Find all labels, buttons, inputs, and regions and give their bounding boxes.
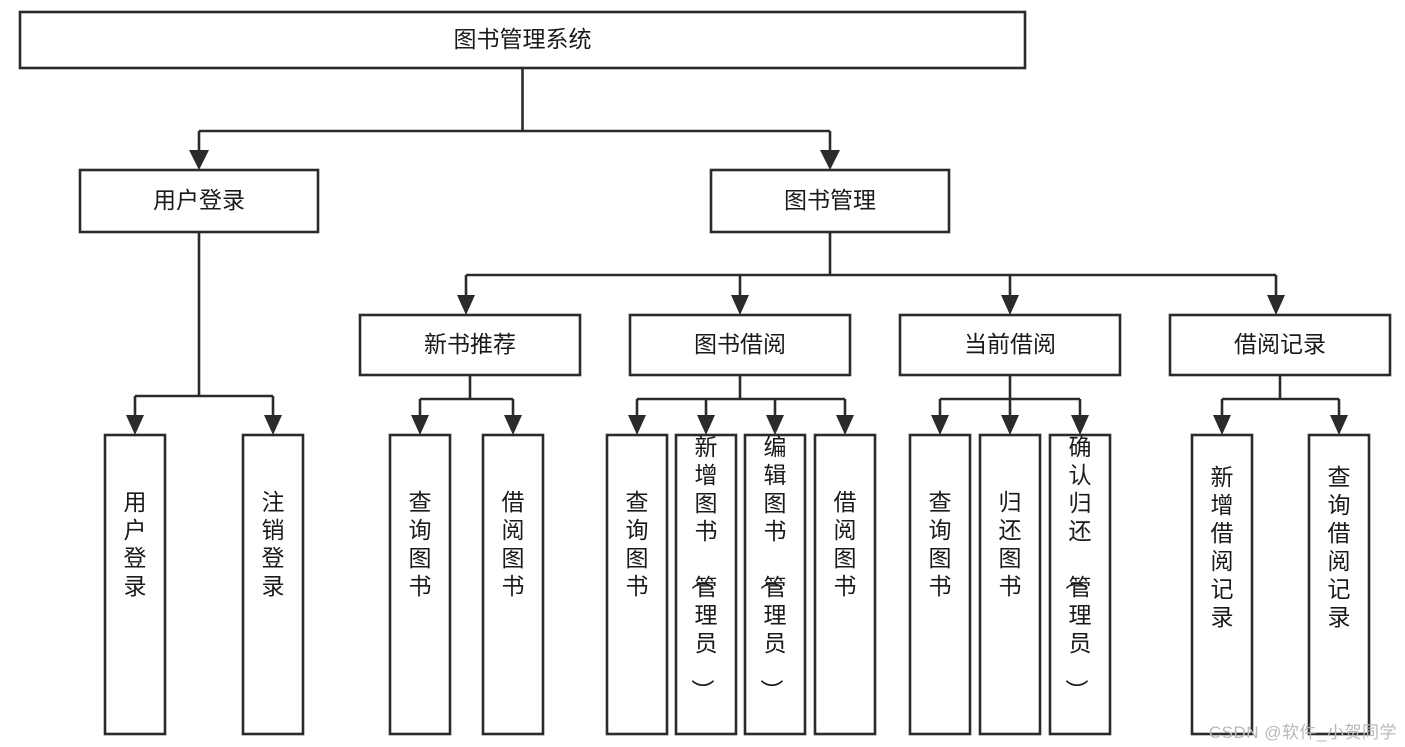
node-root-box[interactable] bbox=[18, 10, 1027, 70]
node-leaf-query-book-2[interactable]: 查询图书 bbox=[605, 433, 669, 736]
arrow-head-leaf-query-book-3 bbox=[931, 415, 949, 435]
node-leaf-confirm-return-label: 确认归还（管理员） bbox=[1064, 434, 1092, 702]
arrow-head-current-borrow bbox=[1001, 295, 1019, 315]
connector-group bbox=[126, 68, 1348, 435]
node-book-borrow[interactable]: 图书借阅 bbox=[628, 313, 852, 377]
arrow-head-leaf-user-logout bbox=[264, 415, 282, 435]
node-root-label: 图书管理系统 bbox=[454, 26, 592, 52]
node-leaf-confirm-return[interactable]: 确认归还（管理员） bbox=[1048, 433, 1112, 736]
node-new-book-rec-box[interactable] bbox=[358, 313, 582, 377]
node-leaf-user-login-label: 用户登录 bbox=[124, 489, 147, 599]
node-leaf-query-record-box[interactable] bbox=[1307, 433, 1371, 736]
node-leaf-query-book-3[interactable]: 查询图书 bbox=[908, 433, 972, 736]
node-leaf-add-record-box[interactable] bbox=[1190, 433, 1254, 736]
node-leaf-add-book[interactable]: 新增图书（管理员） bbox=[674, 433, 738, 736]
node-leaf-add-record[interactable]: 新增借阅记录 bbox=[1190, 433, 1254, 736]
arrow-head-leaf-return-book bbox=[1001, 415, 1019, 435]
node-leaf-query-book-3-box[interactable] bbox=[908, 433, 972, 736]
arrow-head-leaf-confirm-return bbox=[1071, 415, 1089, 435]
node-leaf-user-logout[interactable]: 注销登录 bbox=[241, 433, 305, 736]
node-new-book-rec-label: 新书推荐 bbox=[424, 331, 516, 357]
node-leaf-query-book-1[interactable]: 查询图书 bbox=[388, 433, 452, 736]
node-book-borrow-box[interactable] bbox=[628, 313, 852, 377]
node-leaf-borrow-book-1-box[interactable] bbox=[481, 433, 545, 736]
arrow-head-leaf-query-book-2 bbox=[628, 415, 646, 435]
arrow-head-leaf-add-record bbox=[1213, 415, 1231, 435]
node-leaf-query-record[interactable]: 查询借阅记录 bbox=[1307, 433, 1371, 736]
node-leaf-add-record-label: 新增借阅记录 bbox=[1211, 464, 1234, 630]
node-borrow-record-box[interactable] bbox=[1168, 313, 1392, 377]
arrow-head-leaf-user-login bbox=[126, 415, 144, 435]
node-leaf-borrow-book-2-box[interactable] bbox=[813, 433, 877, 736]
node-book-manage-label: 图书管理 bbox=[784, 187, 876, 213]
arrow-head-book-borrow bbox=[731, 295, 749, 315]
node-leaf-borrow-book-2-label: 借阅图书 bbox=[834, 489, 857, 599]
node-book-manage-box[interactable] bbox=[709, 168, 951, 234]
node-leaf-add-book-box[interactable] bbox=[674, 433, 738, 736]
arrow-head-user-login bbox=[189, 150, 209, 170]
arrow-head-leaf-add-book bbox=[697, 415, 715, 435]
node-leaf-user-login[interactable]: 用户登录 bbox=[103, 433, 167, 736]
node-current-borrow-box[interactable] bbox=[898, 313, 1122, 377]
node-leaf-user-login-box[interactable] bbox=[103, 433, 167, 736]
node-current-borrow[interactable]: 当前借阅 bbox=[898, 313, 1122, 377]
node-user-login-label: 用户登录 bbox=[153, 187, 245, 213]
arrow-head-leaf-query-book-1 bbox=[411, 415, 429, 435]
node-leaf-edit-book-box[interactable] bbox=[743, 433, 807, 736]
node-leaf-query-record-label: 查询借阅记录 bbox=[1328, 464, 1351, 630]
arrow-head-new-book-rec bbox=[457, 295, 475, 315]
node-leaf-return-book-label: 归还图书 bbox=[999, 489, 1022, 599]
arrow-head-leaf-query-record bbox=[1330, 415, 1348, 435]
node-new-book-rec[interactable]: 新书推荐 bbox=[358, 313, 582, 377]
node-book-manage[interactable]: 图书管理 bbox=[709, 168, 951, 234]
node-leaf-edit-book-label: 编辑图书（管理员） bbox=[759, 434, 787, 702]
node-leaf-add-book-label: 新增图书（管理员） bbox=[690, 434, 718, 702]
node-leaf-return-book-box[interactable] bbox=[978, 433, 1042, 736]
node-current-borrow-label: 当前借阅 bbox=[964, 331, 1056, 357]
node-leaf-edit-book[interactable]: 编辑图书（管理员） bbox=[743, 433, 807, 736]
node-book-borrow-label: 图书借阅 bbox=[694, 331, 786, 357]
node-leaf-query-book-2-label: 查询图书 bbox=[626, 489, 649, 599]
node-leaf-confirm-return-box[interactable] bbox=[1048, 433, 1112, 736]
node-borrow-record[interactable]: 借阅记录 bbox=[1168, 313, 1392, 377]
arrow-head-book-manage bbox=[820, 150, 840, 170]
arrow-head-borrow-record bbox=[1267, 295, 1285, 315]
node-leaf-user-logout-box[interactable] bbox=[241, 433, 305, 736]
node-leaf-user-logout-label: 注销登录 bbox=[262, 489, 285, 599]
node-leaf-return-book[interactable]: 归还图书 bbox=[978, 433, 1042, 736]
node-leaf-query-book-3-label: 查询图书 bbox=[929, 489, 952, 599]
node-borrow-record-label: 借阅记录 bbox=[1234, 331, 1326, 357]
csdn-watermark: CSDN @软件_小贺同学 bbox=[1208, 723, 1397, 742]
arrow-head-leaf-borrow-book-1 bbox=[504, 415, 522, 435]
node-leaf-query-book-1-box[interactable] bbox=[388, 433, 452, 736]
node-leaf-borrow-book-1-label: 借阅图书 bbox=[502, 489, 525, 599]
arrow-head-leaf-borrow-book-2 bbox=[836, 415, 854, 435]
node-root[interactable]: 图书管理系统 bbox=[18, 10, 1027, 70]
node-user-login[interactable]: 用户登录 bbox=[78, 168, 320, 234]
node-user-login-box[interactable] bbox=[78, 168, 320, 234]
arrow-head-leaf-edit-book bbox=[766, 415, 784, 435]
node-leaf-borrow-book-2[interactable]: 借阅图书 bbox=[813, 433, 877, 736]
node-leaf-borrow-book-1[interactable]: 借阅图书 bbox=[481, 433, 545, 736]
node-leaf-query-book-1-label: 查询图书 bbox=[409, 489, 432, 599]
node-leaf-query-book-2-box[interactable] bbox=[605, 433, 669, 736]
